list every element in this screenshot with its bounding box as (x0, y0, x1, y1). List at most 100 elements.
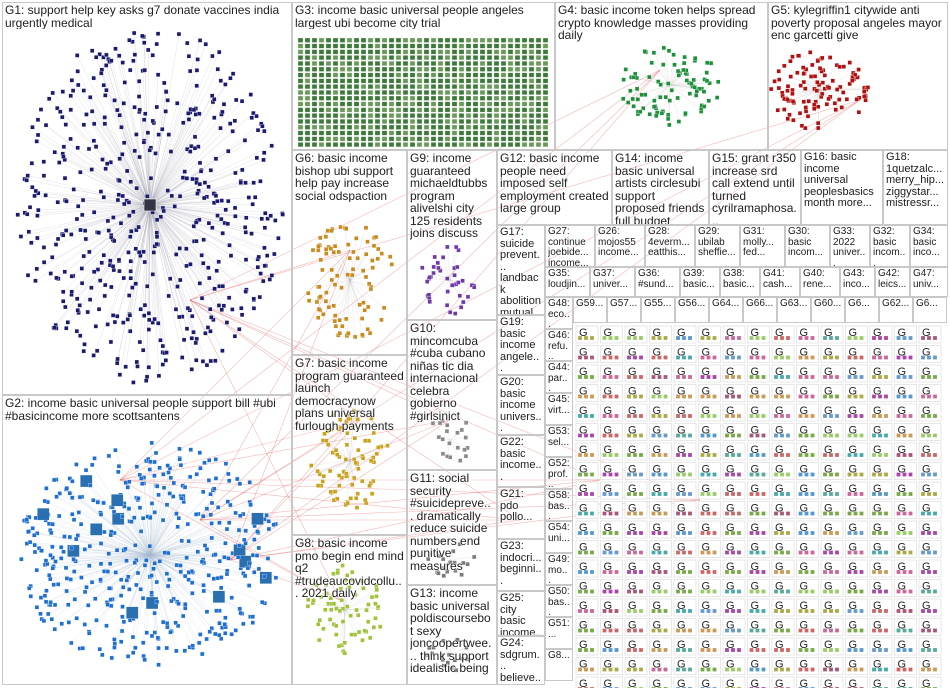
group-cell-g46: G46: refu... (545, 329, 573, 361)
minor-group-label: G (628, 386, 637, 398)
minor-group-label: G (677, 366, 686, 378)
minor-group-label: G (898, 659, 907, 671)
minor-group-cell: G (919, 580, 941, 597)
minor-group-label: G (677, 678, 686, 688)
minor-group-cell: G (674, 580, 696, 597)
minor-group-label: G (775, 327, 784, 339)
minor-group-label: G (800, 444, 809, 456)
group-label-g33: G33: 2022 univer... (833, 227, 867, 267)
minor-group-label: G (922, 444, 931, 456)
minor-group-cell: G (797, 424, 819, 441)
minor-group-cell: G (821, 502, 843, 519)
minor-group-label: G (849, 639, 858, 651)
minor-group-cell: G (772, 580, 794, 597)
minor-group-label: G (800, 464, 809, 476)
group-cell-g63: G63... (777, 297, 811, 323)
minor-group-cell: G (748, 619, 770, 636)
minor-group-cell: G (601, 404, 623, 421)
minor-group-cell: G (650, 424, 672, 441)
minor-group-cell: G (699, 502, 721, 519)
minor-group-cell: G (797, 502, 819, 519)
group-label-g32: G32: basic incom... (873, 227, 907, 267)
minor-group-cell: G (870, 521, 892, 538)
minor-group-label: G (677, 503, 686, 515)
minor-group-cell: G (674, 599, 696, 616)
minor-group-cell: G (919, 482, 941, 499)
minor-group-cell: G (601, 443, 623, 460)
minor-group-label: G (898, 386, 907, 398)
minor-group-label: G (922, 522, 931, 534)
group-cell-g27: G27: continue joebide... income... (545, 225, 595, 267)
group-cell-g5: G5: kylegriffin1 citywide anti poverty p… (768, 2, 948, 150)
minor-group-label: G (873, 503, 882, 515)
minor-group-label: G (604, 620, 613, 632)
minor-group-label: G (922, 347, 931, 359)
minor-group-cell: G (846, 502, 868, 519)
minor-group-label: G (849, 425, 858, 437)
minor-group-label: G (800, 425, 809, 437)
minor-group-label: G (849, 503, 858, 515)
group-cell-g7: G7: basic income program guaranteed laun… (292, 355, 407, 535)
minor-group-cell: G (601, 560, 623, 577)
minor-group-label: G (849, 620, 858, 632)
minor-group-cell: G (601, 541, 623, 558)
minor-group-label: G (898, 581, 907, 593)
minor-group-cell: G (821, 326, 843, 343)
minor-group-label: G (800, 542, 809, 554)
minor-group-cell: G (919, 404, 941, 421)
minor-group-cell: G (797, 560, 819, 577)
minor-group-cell: G (797, 463, 819, 480)
group-label-g26: G26: mojos55 income... (598, 227, 642, 259)
minor-group-cell: G (797, 346, 819, 363)
minor-group-label: G (922, 659, 931, 671)
minor-group-label: G (873, 366, 882, 378)
minor-group-cell: G (674, 658, 696, 675)
group-cell-g23: G23: indocri... beginni... (497, 539, 545, 591)
minor-group-label: G (898, 503, 907, 515)
minor-group-label: G (800, 366, 809, 378)
minor-group-label: G (898, 678, 907, 688)
minor-group-cell: G (625, 502, 647, 519)
minor-group-label: G (726, 483, 735, 495)
minor-group-cell: G (699, 677, 721, 688)
minor-group-cell: G (772, 599, 794, 616)
group-label-g5: G5: kylegriffin1 citywide anti poverty p… (771, 4, 945, 42)
group-cell-g62: G62... (879, 297, 913, 323)
minor-group-cell: G (601, 677, 623, 688)
minor-group-cell: G (797, 482, 819, 499)
minor-group-label: G (702, 542, 711, 554)
group-label-g19: G19: basic income angele... (500, 317, 542, 375)
minor-group-label: G (898, 483, 907, 495)
group-cell-g49: G49: mo... (545, 553, 573, 585)
minor-group-cell: G (601, 619, 623, 636)
group-cell-g13: G13: income basic universal poldiscourse… (407, 585, 497, 685)
minor-group-cell: G (870, 541, 892, 558)
minor-group-label: G (898, 366, 907, 378)
minor-group-cell: G (821, 424, 843, 441)
group-cell-g55: G55... (641, 297, 675, 323)
minor-group-cell: G (748, 677, 770, 688)
minor-group-cell: G (797, 385, 819, 402)
minor-group-label: G (775, 522, 784, 534)
group-label-g3: G3: income basic universal people angele… (295, 4, 552, 29)
minor-group-cell: G (699, 365, 721, 382)
minor-group-label: G (922, 581, 931, 593)
minor-group-label: G (653, 581, 662, 593)
minor-group-label: G (824, 425, 833, 437)
group-cell-g42: G42: leics... (875, 267, 910, 297)
group-label-g53: G53: sel... (548, 427, 570, 448)
minor-group-cell: G (674, 424, 696, 441)
minor-group-cell: G (576, 463, 598, 480)
minor-group-label: G (579, 678, 588, 688)
minor-group-cell: G (748, 365, 770, 382)
group-cell-g3: G3: income basic universal people angele… (292, 2, 555, 150)
minor-group-cell: G (797, 443, 819, 460)
minor-group-label: G (898, 522, 907, 534)
minor-group-label: G (579, 386, 588, 398)
minor-group-label: G (579, 444, 588, 456)
minor-group-cell: G (601, 658, 623, 675)
minor-group-cell: G (919, 326, 941, 343)
minor-group-cell: G (723, 463, 745, 480)
minor-group-cell: G (625, 365, 647, 382)
